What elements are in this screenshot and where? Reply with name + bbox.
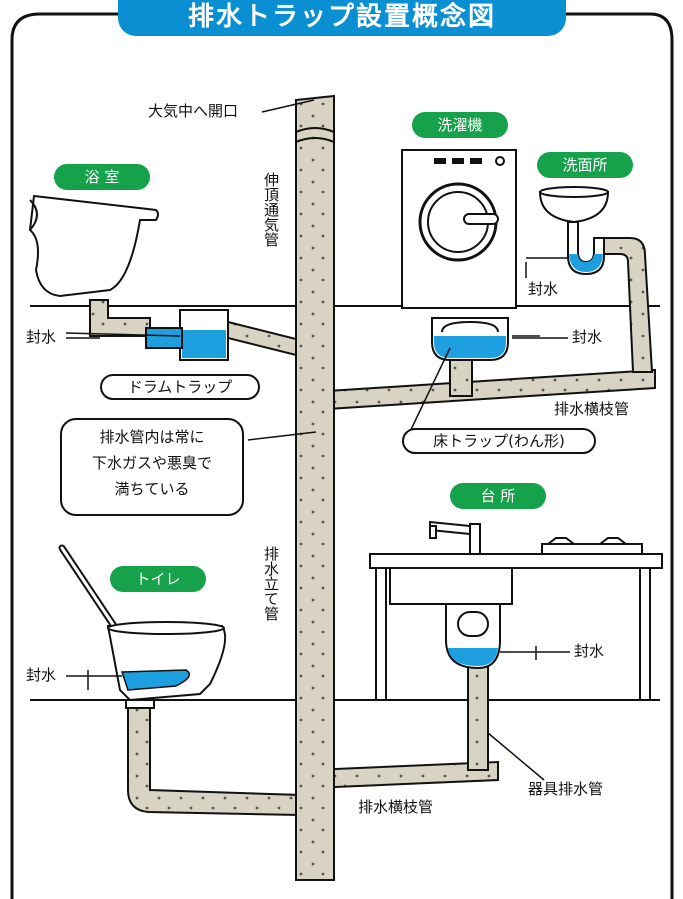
note-sewer-gas: 排水管内は常に 下水ガスや悪臭で 満ちている: [60, 418, 244, 516]
kitchen-counter: [369, 553, 663, 569]
label-drain-stack: 排水立て管: [262, 546, 280, 621]
washroom-drain-pipe: [594, 237, 654, 373]
drum-to-stack-pipe: [227, 320, 301, 358]
label-seal-kitchen: 封水: [574, 642, 605, 660]
label-vent-pipe: 伸頂通気管: [262, 172, 280, 247]
label-toilet: トイレ: [110, 566, 206, 592]
label-washing-machine: 洗濯機: [412, 112, 508, 138]
page-title: 排水トラップ設置概念図: [118, 0, 566, 36]
label-seal-floor: 封水: [572, 328, 603, 346]
label-floor-trap: 床トラップ(わん形): [402, 428, 596, 454]
label-drum-trap: ドラムトラップ: [100, 374, 260, 400]
label-branch-upper: 排水横枝管: [554, 400, 630, 418]
bath-drain-pipe: [89, 299, 151, 337]
outer-frame: [10, 12, 674, 899]
bathtub: [28, 194, 159, 298]
toilet-drain-pipe: [127, 699, 301, 817]
drain-stack-pipe: [295, 94, 335, 881]
label-washroom: 洗面所: [537, 152, 633, 178]
kitchen-drain-pipe: [467, 659, 489, 771]
toilet-bowl: [106, 625, 227, 702]
label-seal-toilet: 封水: [26, 666, 57, 684]
label-fixture-drain: 器具排水管: [528, 780, 604, 798]
label-open-to-air: 大気中へ開口: [148, 102, 239, 120]
label-seal-bath: 封水: [26, 328, 57, 346]
label-branch-lower: 排水横枝管: [358, 798, 434, 816]
label-kitchen: 台 所: [450, 483, 546, 509]
label-bathroom: 浴 室: [54, 164, 150, 190]
label-seal-washroom: 封水: [528, 280, 559, 298]
